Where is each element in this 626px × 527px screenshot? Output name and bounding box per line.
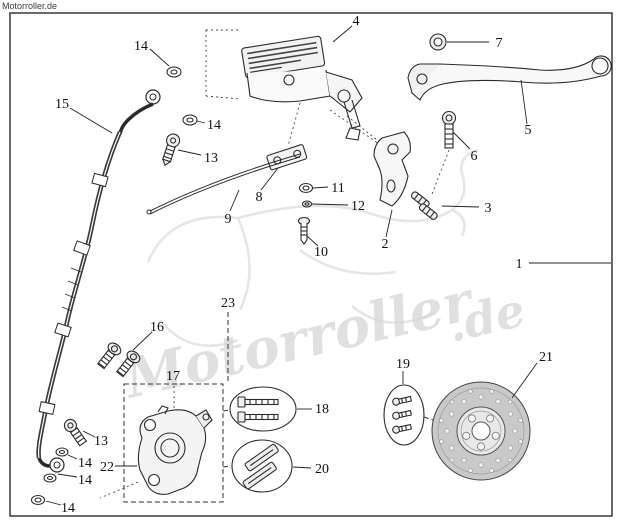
callout-4: 4: [353, 14, 360, 29]
part-locknut: [429, 33, 447, 51]
part-caliper-bolts: [229, 386, 297, 432]
callout-1: 1: [516, 257, 523, 272]
part-washer-mid: [182, 114, 198, 126]
part-lever-bracket: [373, 131, 411, 207]
callout-14-mid: 14: [207, 118, 221, 133]
callout-8: 8: [256, 190, 263, 205]
watermark-motorcycle-sketch: [146, 148, 479, 348]
part-mount-bolts: [96, 342, 141, 378]
part-pivot-bolt: [441, 110, 457, 149]
callout-15: 15: [55, 97, 69, 112]
diagram-frame: [9, 12, 613, 517]
callout-19: 19: [396, 357, 410, 372]
part-washer-11: [298, 182, 314, 194]
part-washer-lower-1: [55, 447, 69, 457]
callout-11: 11: [331, 181, 344, 196]
part-banjo-bolt-lower: [63, 418, 88, 447]
callout-16: 16: [150, 320, 164, 335]
callout-7: 7: [496, 36, 503, 51]
part-washer-top: [166, 66, 182, 78]
callout-17: 17: [166, 369, 180, 384]
callout-20: 20: [315, 462, 329, 477]
callout-3: 3: [485, 201, 492, 216]
callout-2: 2: [382, 237, 389, 252]
brand-label: Motorroller.de: [2, 1, 57, 11]
callout-14-top: 14: [134, 39, 148, 54]
part-cable: [146, 153, 301, 215]
callout-12: 12: [351, 199, 365, 214]
callout-14-lower-2: 14: [78, 473, 92, 488]
part-disc-bolts: [383, 384, 425, 446]
part-washer-12: [301, 200, 313, 208]
callout-22: 22: [100, 460, 114, 475]
callout-14-bottom: 14: [61, 501, 75, 516]
callout-5: 5: [525, 123, 532, 138]
part-brake-hose: [36, 89, 161, 473]
callout-9: 9: [225, 212, 232, 227]
caliper-group-box: [123, 383, 224, 503]
part-banjo-bolt-upper: [161, 133, 181, 167]
part-washer-lower-3: [30, 494, 46, 506]
part-screw-10: [297, 216, 311, 245]
part-brake-lever: [407, 55, 612, 101]
part-master-cylinder: [241, 35, 363, 141]
callout-14-lower-1: 14: [78, 456, 92, 471]
watermark-text: Motorroller: [117, 268, 481, 411]
callout-10: 10: [314, 245, 328, 260]
leader-lines: [45, 25, 611, 506]
callout-18: 18: [315, 402, 329, 417]
callout-13-lower: 13: [94, 434, 108, 449]
part-brake-caliper: [137, 405, 213, 495]
callout-13-upper: 13: [204, 151, 218, 166]
part-bracket-plate: [266, 144, 308, 171]
callout-21: 21: [539, 350, 553, 365]
callout-23: 23: [221, 296, 235, 311]
callout-6: 6: [471, 149, 478, 164]
part-brake-pads: [231, 439, 293, 493]
part-washer-lower-2: [43, 473, 57, 483]
part-pins: [410, 191, 438, 220]
part-brake-disc: [431, 381, 531, 481]
